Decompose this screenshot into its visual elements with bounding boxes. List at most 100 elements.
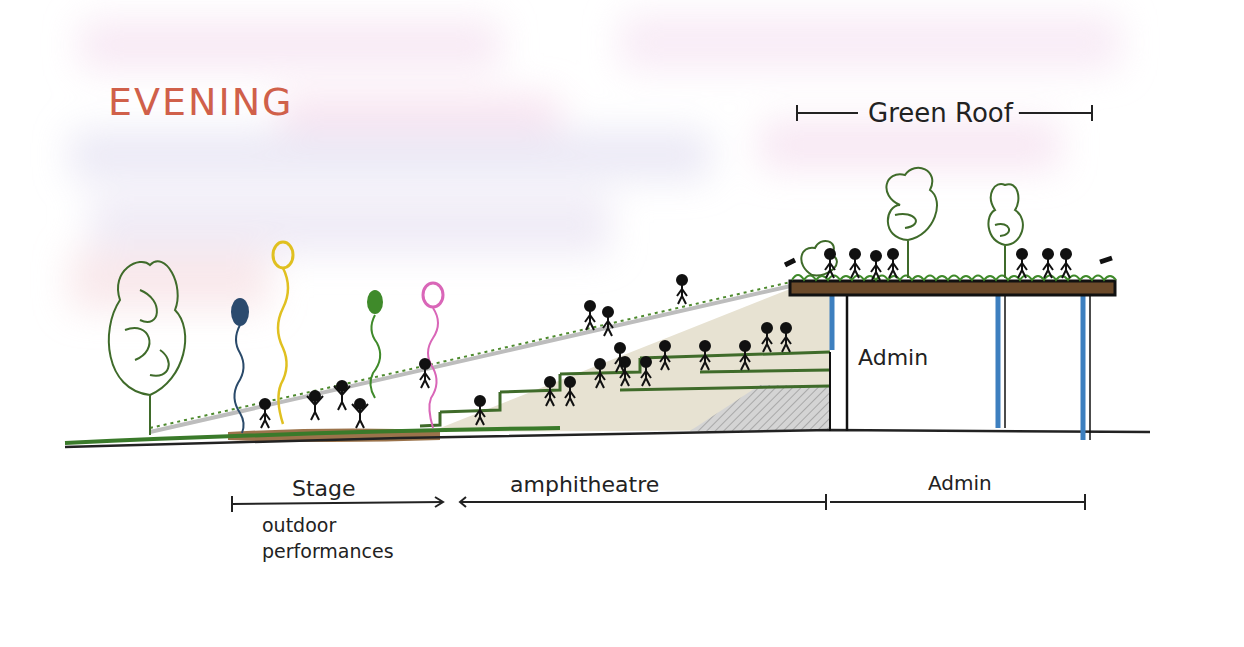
figure-head bbox=[545, 377, 555, 387]
figure-head bbox=[781, 323, 791, 333]
figure-body bbox=[850, 259, 860, 278]
figure-body bbox=[660, 351, 670, 370]
balloons bbox=[231, 242, 443, 433]
columns bbox=[832, 296, 1090, 440]
stick-figure bbox=[595, 359, 605, 388]
ground-line bbox=[65, 430, 1150, 447]
figure-head bbox=[888, 249, 898, 259]
ramp-grass bbox=[150, 281, 795, 428]
figure-head bbox=[1061, 249, 1071, 259]
figure-body bbox=[352, 404, 368, 428]
stick-figure bbox=[850, 249, 860, 278]
stick-figure bbox=[871, 251, 881, 280]
stick-figure bbox=[615, 343, 625, 372]
figure-head bbox=[825, 249, 835, 259]
figure-body bbox=[781, 333, 791, 352]
figure-body bbox=[762, 333, 772, 352]
title: EVENING bbox=[108, 80, 294, 124]
stick-figure bbox=[420, 359, 430, 388]
figure-head bbox=[871, 251, 881, 261]
figure-body bbox=[595, 369, 605, 388]
figure-head bbox=[850, 249, 860, 259]
sky-wash bbox=[70, 15, 1120, 310]
figure-body bbox=[565, 387, 575, 406]
figure-head bbox=[585, 301, 595, 311]
figure-head bbox=[595, 359, 605, 369]
figure-head bbox=[565, 377, 575, 387]
figure-body bbox=[620, 367, 630, 386]
stick-figure bbox=[307, 391, 323, 420]
figure-head bbox=[700, 341, 710, 351]
stick-figure bbox=[260, 399, 270, 428]
figure-head bbox=[660, 341, 670, 351]
figure-head bbox=[260, 399, 270, 409]
hatched-wall bbox=[690, 385, 830, 431]
figure-body bbox=[740, 351, 750, 370]
figure-body bbox=[585, 311, 595, 330]
figure-body bbox=[475, 406, 485, 425]
stage-label: Stage bbox=[292, 474, 356, 504]
figure-head bbox=[615, 343, 625, 353]
stick-figure bbox=[620, 357, 630, 386]
stick-figure bbox=[660, 341, 670, 370]
dimension-line bbox=[1019, 105, 1092, 121]
stick-figure bbox=[762, 323, 772, 352]
figure-body bbox=[545, 387, 555, 406]
figure-head bbox=[420, 359, 430, 369]
stick-figure bbox=[825, 249, 835, 278]
figure-body bbox=[871, 261, 881, 280]
figure-body bbox=[603, 317, 613, 336]
figure-body bbox=[700, 351, 710, 370]
stick-figure bbox=[700, 341, 710, 370]
green-roof-label: Green Roof bbox=[868, 96, 1013, 131]
building-label: Admin bbox=[858, 345, 928, 370]
figure-body bbox=[677, 285, 687, 304]
figure-body bbox=[1043, 259, 1053, 278]
figure-body bbox=[825, 259, 835, 278]
steps bbox=[420, 352, 830, 426]
admin-building: Admin bbox=[858, 345, 928, 370]
figure-body bbox=[307, 396, 323, 420]
figure-body bbox=[641, 367, 651, 386]
figure-head bbox=[740, 341, 750, 351]
stick-figure bbox=[888, 249, 898, 278]
amphitheatre-fill bbox=[430, 287, 830, 432]
figure-body bbox=[888, 259, 898, 278]
figure-body bbox=[420, 369, 430, 388]
grass bbox=[65, 428, 560, 443]
stick-figure bbox=[1061, 249, 1071, 278]
figure-head bbox=[603, 307, 613, 317]
figure-head bbox=[475, 396, 485, 406]
amphi-wall bbox=[829, 352, 831, 431]
people bbox=[260, 249, 1071, 428]
figure-head bbox=[1043, 249, 1053, 259]
note-label: outdoor performances bbox=[262, 513, 432, 564]
figure-head bbox=[310, 391, 320, 401]
dimension-lines bbox=[232, 105, 1085, 512]
stick-figure bbox=[1043, 249, 1053, 278]
stick-figure bbox=[565, 377, 575, 406]
roof-grass bbox=[792, 275, 1116, 280]
figure-body bbox=[334, 386, 350, 410]
stick-figure bbox=[545, 377, 555, 406]
zone-label: Admin bbox=[928, 470, 992, 497]
ramp-edge bbox=[150, 285, 795, 432]
figure-head bbox=[355, 399, 365, 409]
figure-head bbox=[677, 275, 687, 285]
figure-body bbox=[1061, 259, 1071, 278]
trees bbox=[109, 168, 1023, 435]
figure-head bbox=[337, 381, 347, 391]
figure-head bbox=[641, 357, 651, 367]
stick-figure bbox=[603, 307, 613, 336]
stick-figure bbox=[781, 323, 791, 352]
stick-figure bbox=[1017, 249, 1027, 278]
stick-figure bbox=[475, 396, 485, 425]
stick-figure bbox=[585, 301, 595, 330]
figure-head bbox=[762, 323, 772, 333]
admin-wall bbox=[846, 296, 849, 431]
zone-label: amphitheatre bbox=[510, 470, 659, 500]
stick-figure bbox=[740, 341, 750, 370]
roof-slab bbox=[790, 281, 1115, 295]
figure-head bbox=[1017, 249, 1027, 259]
